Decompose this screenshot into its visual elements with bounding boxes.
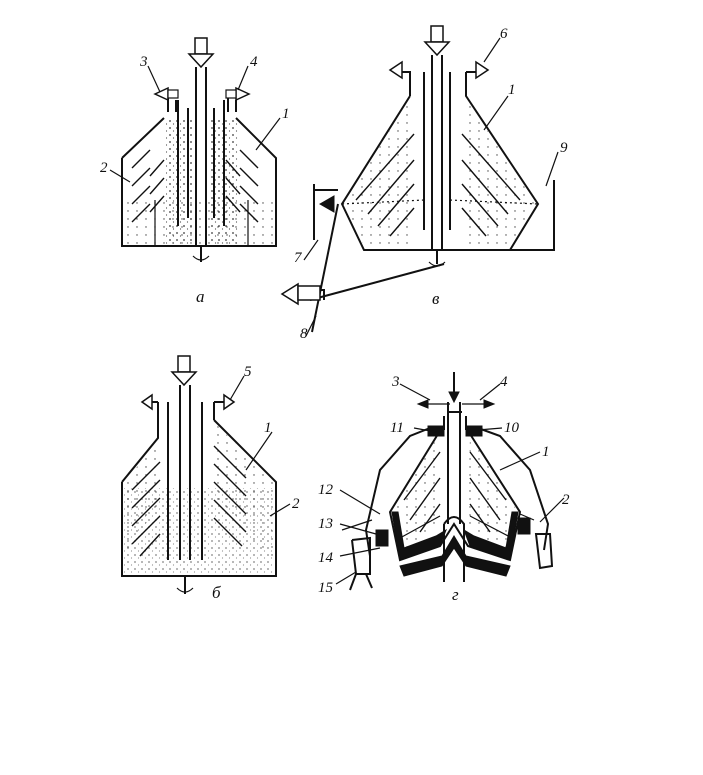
label-4: 4 xyxy=(500,374,508,390)
outlet-arrow-left xyxy=(153,86,179,102)
panel-b: 5 1 2 б xyxy=(121,355,300,602)
panel-a: 3 4 1 2 а xyxy=(100,37,290,306)
label-1: 1 xyxy=(542,444,550,460)
label-2: 2 xyxy=(562,492,570,508)
label-4: 4 xyxy=(250,54,258,70)
caption-b: б xyxy=(212,583,221,602)
label-10: 10 xyxy=(504,420,520,436)
outlet-arrow-left xyxy=(140,393,153,411)
label-2: 2 xyxy=(292,496,300,512)
housing-outline xyxy=(364,427,550,557)
label-1: 1 xyxy=(282,106,290,122)
label-1: 1 xyxy=(508,82,516,98)
outlet-arrow-bottom xyxy=(280,282,299,306)
caption-a: а xyxy=(196,287,205,306)
label-2: 2 xyxy=(100,160,108,176)
disk-stack xyxy=(131,445,247,557)
label-3: 3 xyxy=(391,374,400,390)
label-7: 7 xyxy=(294,250,303,266)
outlet-arrow-left xyxy=(388,60,403,80)
caption-g: г xyxy=(452,585,459,604)
label-11: 11 xyxy=(390,420,404,436)
label-9: 9 xyxy=(560,140,568,156)
label-6: 6 xyxy=(500,26,508,42)
inlet-arrow xyxy=(170,355,198,387)
inlet-arrow xyxy=(423,25,451,57)
discharge-arrow xyxy=(318,195,335,213)
label-8: 8 xyxy=(300,326,308,342)
bowl-outline xyxy=(121,117,277,247)
label-13: 13 xyxy=(318,516,333,532)
label-12: 12 xyxy=(318,482,334,498)
label-3: 3 xyxy=(139,54,148,70)
outlet-arrow-right xyxy=(223,393,236,411)
outlet-arrow-right xyxy=(475,60,490,80)
inlet-arrow xyxy=(187,37,215,69)
bowl-outline xyxy=(121,402,277,577)
label-1: 1 xyxy=(264,420,272,436)
caption-v: в xyxy=(432,289,440,308)
outlet-arrow-right xyxy=(225,86,251,102)
panel-v: 6 1 9 7 8 в xyxy=(280,25,568,342)
label-14: 14 xyxy=(318,550,334,566)
disk-stack xyxy=(355,133,521,237)
disk-stack xyxy=(131,149,259,223)
disk-stack xyxy=(399,451,513,539)
panel-g: 3 4 11 10 1 2 12 13 14 15 г xyxy=(318,372,570,604)
bowl-outline xyxy=(388,433,522,562)
label-15: 15 xyxy=(318,580,334,596)
label-5: 5 xyxy=(244,364,252,380)
